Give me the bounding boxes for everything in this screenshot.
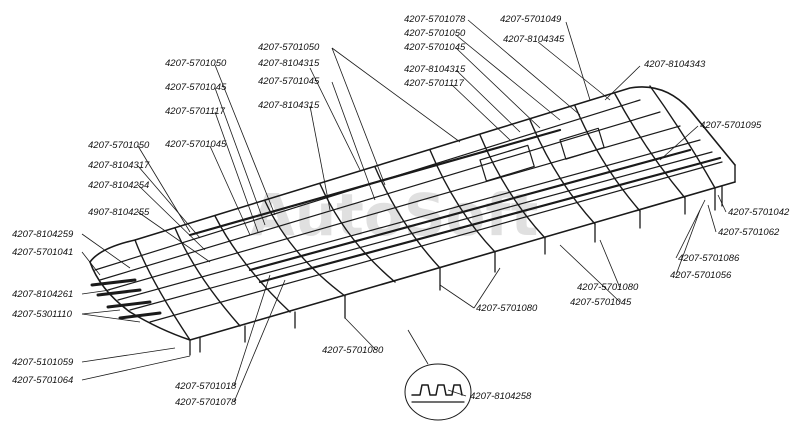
hatch-frame-2: [559, 127, 605, 160]
label-4207-5701045-mid: 4207-5701045: [258, 76, 320, 87]
label-4207-5701078-top: 4207-5701078: [404, 14, 466, 25]
label-4207-5701050-top: 4207-5701050: [404, 28, 466, 39]
detail-callout: [404, 329, 472, 421]
label-4207-5701045-bottom: 4207-5701045: [570, 297, 632, 308]
part-labels: 4207-5701078 4207-5701049 4207-5701050 4…: [12, 14, 790, 408]
label-4207-5701080-right: 4207-5701080: [476, 303, 538, 314]
label-4207-5701086: 4207-5701086: [678, 253, 740, 264]
label-4207-5701045-side: 4207-5701045: [165, 139, 227, 150]
label-4207-8104315-low: 4207-8104315: [258, 100, 320, 111]
label-4207-5701117-left: 4207-5701117: [165, 106, 226, 117]
label-4207-5101059: 4207-5101059: [12, 357, 74, 368]
label-4207-5701041: 4207-5701041: [12, 247, 73, 258]
label-4207-5701045-top: 4207-5701045: [404, 42, 466, 53]
label-4207-5701095: 4207-5701095: [700, 120, 762, 131]
label-4207-5701056: 4207-5701056: [670, 270, 732, 281]
label-4207-8104343: 4207-8104343: [644, 59, 706, 70]
label-4207-8104345: 4207-8104345: [503, 34, 565, 45]
label-4207-5701049: 4207-5701049: [500, 14, 562, 25]
label-4207-5701050-left: 4207-5701050: [165, 58, 227, 69]
roof-rail-3: [258, 156, 722, 284]
label-4207-5701078-bottom: 4207-5701078: [175, 397, 237, 408]
label-4207-5701045-left: 4207-5701045: [165, 82, 227, 93]
frame-bottom-edge: [89, 181, 736, 341]
label-4207-5701050-mid: 4207-5701050: [258, 42, 320, 53]
label-4207-5701064: 4207-5701064: [12, 375, 73, 386]
label-4207-8104317: 4207-8104317: [88, 160, 150, 171]
label-4207-5701050-side: 4207-5701050: [88, 140, 150, 151]
roof-rail-2: [248, 148, 692, 272]
label-4207-5701080-center: 4207-5701080: [322, 345, 384, 356]
label-4207-5701018: 4207-5701018: [175, 381, 237, 392]
label-4207-8104315-mid: 4207-8104315: [258, 58, 320, 69]
frame-top-edge: [89, 86, 736, 263]
longitudinal-4: [117, 139, 701, 301]
label-4207-5701080-rear: 4207-5701080: [577, 282, 639, 293]
longitudinal-6: [149, 161, 723, 323]
hatch-frame-1: [479, 144, 535, 182]
label-4207-8104259: 4207-8104259: [12, 229, 74, 240]
roof-rail-1: [188, 128, 562, 237]
label-4207-5701117-top: 4207-5701117: [404, 78, 465, 89]
detail-profile: [411, 384, 463, 396]
roof-frame: [89, 85, 736, 356]
detail-circle: [404, 363, 472, 421]
longitudinal-2: [99, 111, 661, 281]
label-4207-8104261: 4207-8104261: [12, 289, 73, 300]
label-4207-5301110: 4207-5301110: [12, 309, 73, 320]
label-4207-5701042: 4207-5701042: [728, 207, 790, 218]
front-end-bars: [90, 278, 162, 320]
transverse-bows: [134, 85, 716, 341]
label-4207-8104315-top: 4207-8104315: [404, 64, 466, 75]
label-4207-5701062: 4207-5701062: [718, 227, 780, 238]
label-4207-8104254: 4207-8104254: [88, 180, 149, 191]
leader-lines: [81, 19, 727, 403]
label-4907-8104255: 4907-8104255: [88, 207, 150, 218]
side-posts: [189, 185, 723, 356]
label-4207-8104258: 4207-8104258: [470, 391, 532, 402]
